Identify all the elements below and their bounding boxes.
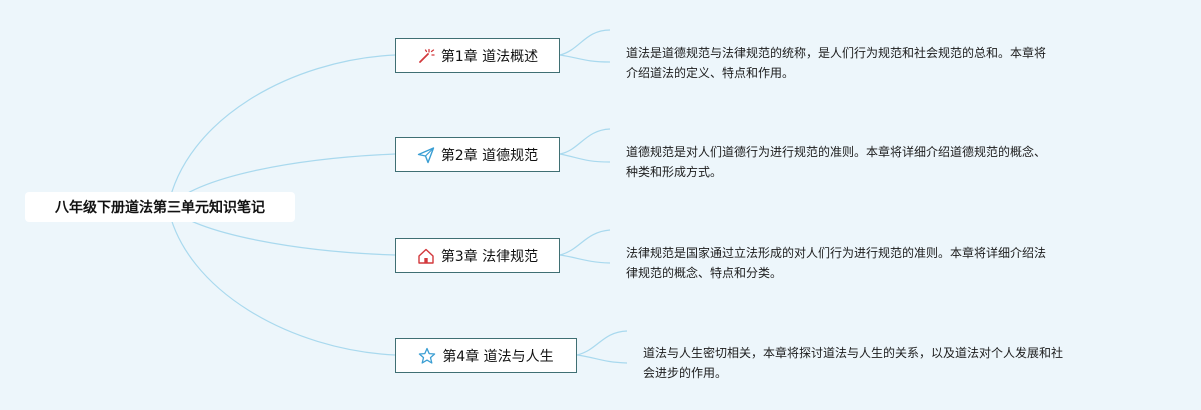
chapter-4-to-desc-link-top xyxy=(576,330,628,356)
chapter-1-description: 道法是道德规范与法律规范的统称，是人们行为规范和社会规范的总和。本章将 介绍道法… xyxy=(626,43,1046,83)
chapter-3-desc-line-2: 律规范的概念、特点和分类。 xyxy=(626,266,783,280)
root-topic-label: 八年级下册道法第三单元知识笔记 xyxy=(55,200,265,216)
chapter-1-desc-line-1: 道法是道德规范与法律规范的统称，是人们行为规范和社会规范的总和。本章将 xyxy=(626,46,1047,60)
magic-wand-icon xyxy=(417,47,435,65)
root-to-chapter-4-link xyxy=(167,206,396,356)
chapter-4-title: 第4章 道法与人生 xyxy=(442,348,554,365)
chapter-2-title: 第2章 道德规范 xyxy=(440,147,539,164)
paper-plane-icon xyxy=(417,146,435,164)
root-topic[interactable]: 八年级下册道法第三单元知识笔记 xyxy=(25,192,295,222)
chapter-3-desc-line-1: 法律规范是国家通过立法形成的对人们行为进行规范的准则。本章将详细介绍法 xyxy=(626,246,1047,260)
chapter-4-desc-line-2: 会进步的作用。 xyxy=(643,366,728,380)
home-icon xyxy=(417,247,435,265)
chapter-2-to-desc-link-top xyxy=(559,128,611,155)
chapter-4-to-desc-link-bottom xyxy=(576,354,628,364)
chapter-3-to-desc-link-bottom xyxy=(559,254,611,264)
chapter-4-description: 道法与人生密切相关，本章将探讨道法与人生的关系，以及道法对个人发展和社 会进步的… xyxy=(643,343,1063,383)
chapter-2-description: 道德规范是对人们道德行为进行规范的准则。本章将详细介绍道德规范的概念、 种类和形… xyxy=(626,142,1046,182)
root-to-chapter-1-link xyxy=(167,54,396,208)
chapter-3-node[interactable]: 第3章 法律规范 xyxy=(395,238,560,273)
chapter-2-desc-line-2: 种类和形成方式。 xyxy=(626,165,723,179)
chapter-2-node[interactable]: 第2章 道德规范 xyxy=(395,137,560,172)
chapter-1-desc-line-2: 介绍道法的定义、特点和作用。 xyxy=(626,66,795,80)
chapter-1-to-desc-link-bottom xyxy=(559,54,611,63)
chapter-4-desc-line-1: 道法与人生密切相关，本章将探讨道法与人生的关系，以及道法对个人发展和社 xyxy=(643,346,1064,360)
chapter-2-desc-line-1: 道德规范是对人们道德行为进行规范的准则。本章将详细介绍道德规范的概念、 xyxy=(626,145,1047,159)
chapter-1-node[interactable]: 第1章 道法概述 xyxy=(395,38,560,73)
star-icon xyxy=(418,347,436,365)
chapter-1-to-desc-link-top xyxy=(559,29,611,56)
chapter-2-to-desc-link-bottom xyxy=(559,153,611,163)
chapter-4-node[interactable]: 第4章 道法与人生 xyxy=(395,338,577,373)
chapter-3-description: 法律规范是国家通过立法形成的对人们行为进行规范的准则。本章将详细介绍法 律规范的… xyxy=(626,243,1046,283)
chapter-3-title: 第3章 法律规范 xyxy=(440,248,539,265)
chapter-3-to-desc-link-top xyxy=(559,229,611,256)
chapter-1-title: 第1章 道法概述 xyxy=(440,48,539,65)
